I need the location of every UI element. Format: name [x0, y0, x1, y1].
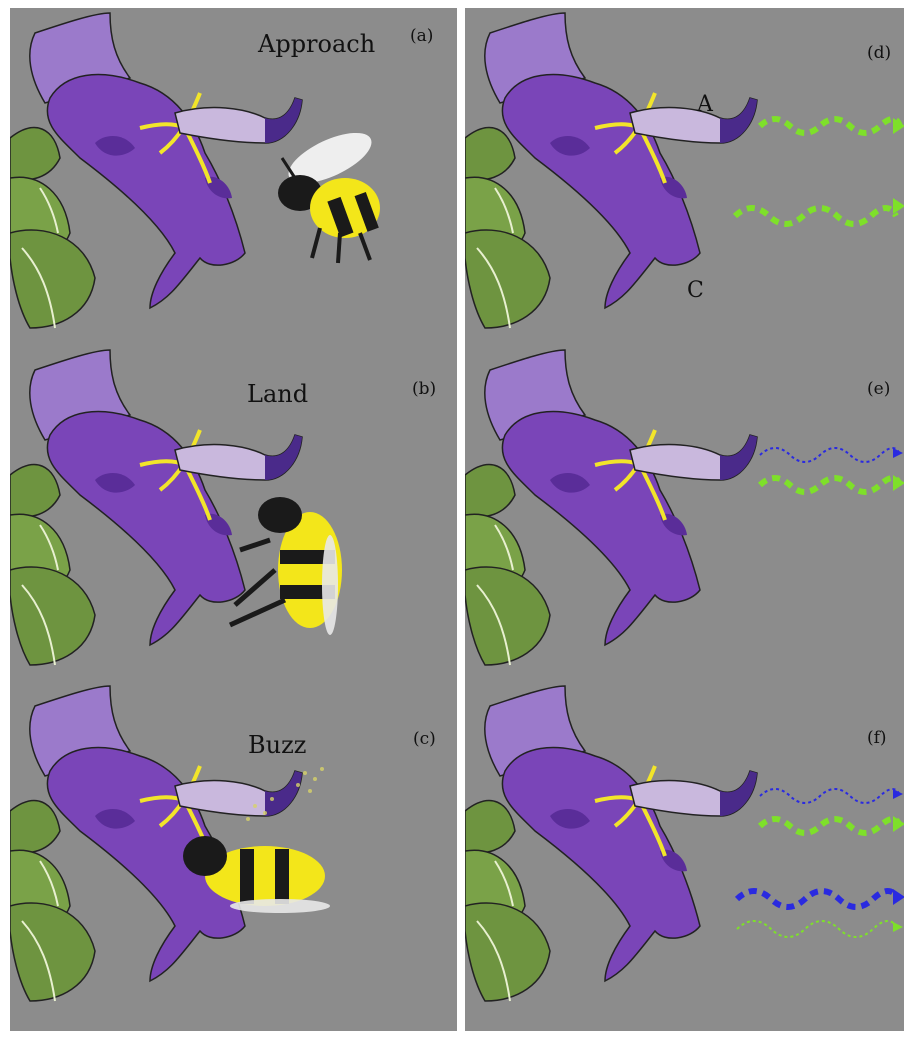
- arrow-head: [893, 448, 903, 458]
- flower-illustration: [465, 684, 904, 1002]
- arrow-head: [893, 922, 903, 932]
- arrow-head: [893, 889, 904, 905]
- arrow-head: [893, 475, 904, 491]
- bee-landing: [228, 497, 342, 635]
- panel-a: Approach (a): [10, 8, 457, 345]
- arrow-head: [893, 118, 904, 134]
- flower-illustration: [10, 684, 330, 1002]
- panel-label-a: (a): [410, 26, 434, 46]
- caption-approach: Approach: [258, 30, 376, 58]
- wave-corolla-vibration-bee: [734, 888, 901, 910]
- panel-b: Land (b): [10, 345, 457, 681]
- panel-e: (e): [465, 345, 904, 681]
- bee-approaching: [278, 132, 380, 264]
- panel-f: (f): [465, 681, 904, 1031]
- marker-corolla: C: [687, 278, 704, 303]
- arrow-head: [893, 198, 904, 214]
- wave-anther-vibration: [757, 116, 903, 136]
- panel-d: A C (d): [465, 8, 904, 345]
- panel-label-c: (c): [413, 729, 436, 749]
- caption-buzz: Buzz: [248, 731, 307, 759]
- buzz-pollen-cloud: [246, 767, 324, 821]
- arrow-head: [893, 816, 904, 832]
- caption-land: Land: [247, 380, 309, 408]
- flower-illustration: [10, 348, 342, 666]
- flower-illustration: [465, 348, 904, 666]
- panel-label-f: (f): [867, 728, 887, 748]
- wave-corolla-vibration-flower: [736, 920, 899, 938]
- wave-anther-vibration-bee: [759, 447, 901, 463]
- panel-label-d: (d): [867, 43, 892, 63]
- wave-anther-vibration-bee: [759, 788, 901, 804]
- panel-label-e: (e): [867, 379, 891, 399]
- bee-buzzing: [183, 836, 330, 913]
- wave-anther-vibration-flower: [757, 816, 903, 836]
- flower-illustration: [10, 11, 380, 329]
- arrow-head: [893, 789, 903, 799]
- wave-corolla-vibration: [732, 205, 899, 227]
- marker-anther: A: [697, 92, 713, 117]
- flower-illustration: [465, 11, 904, 329]
- wave-anther-vibration-flower: [757, 475, 903, 495]
- panel-label-b: (b): [412, 379, 437, 399]
- panel-c: Buzz (c): [10, 681, 457, 1031]
